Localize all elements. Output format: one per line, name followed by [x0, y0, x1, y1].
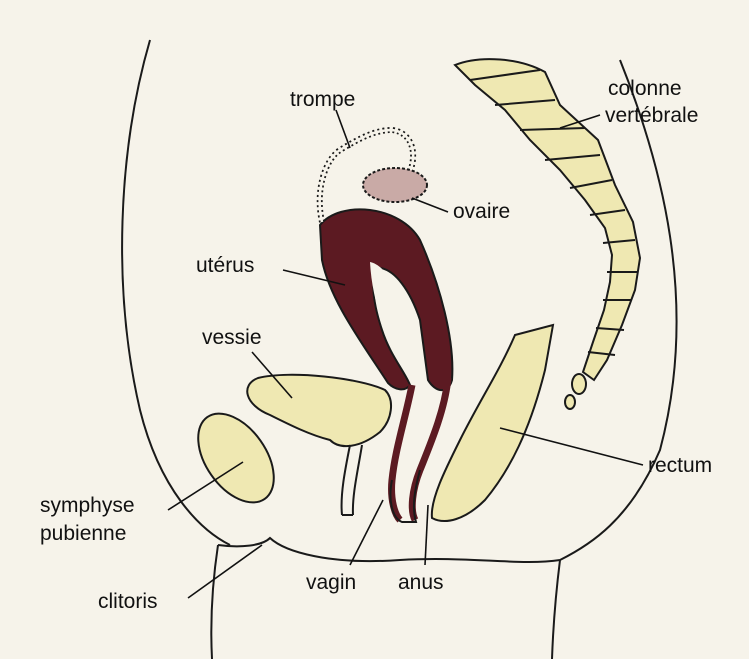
- label-symphyse-line2: pubienne: [40, 522, 126, 545]
- label-uterus: utérus: [196, 254, 254, 277]
- label-symphyse-line1: symphyse: [40, 494, 135, 517]
- label-anus: anus: [398, 571, 444, 594]
- ovary: [363, 168, 427, 202]
- label-colonne-line2: vertébrale: [605, 104, 698, 127]
- label-vagin: vagin: [306, 571, 356, 594]
- label-trompe: trompe: [290, 88, 355, 111]
- label-clitoris: clitoris: [98, 590, 158, 613]
- label-ovaire: ovaire: [453, 200, 510, 223]
- label-rectum: rectum: [648, 454, 712, 477]
- label-colonne-line1: colonne: [608, 77, 682, 100]
- label-vessie: vessie: [202, 326, 262, 349]
